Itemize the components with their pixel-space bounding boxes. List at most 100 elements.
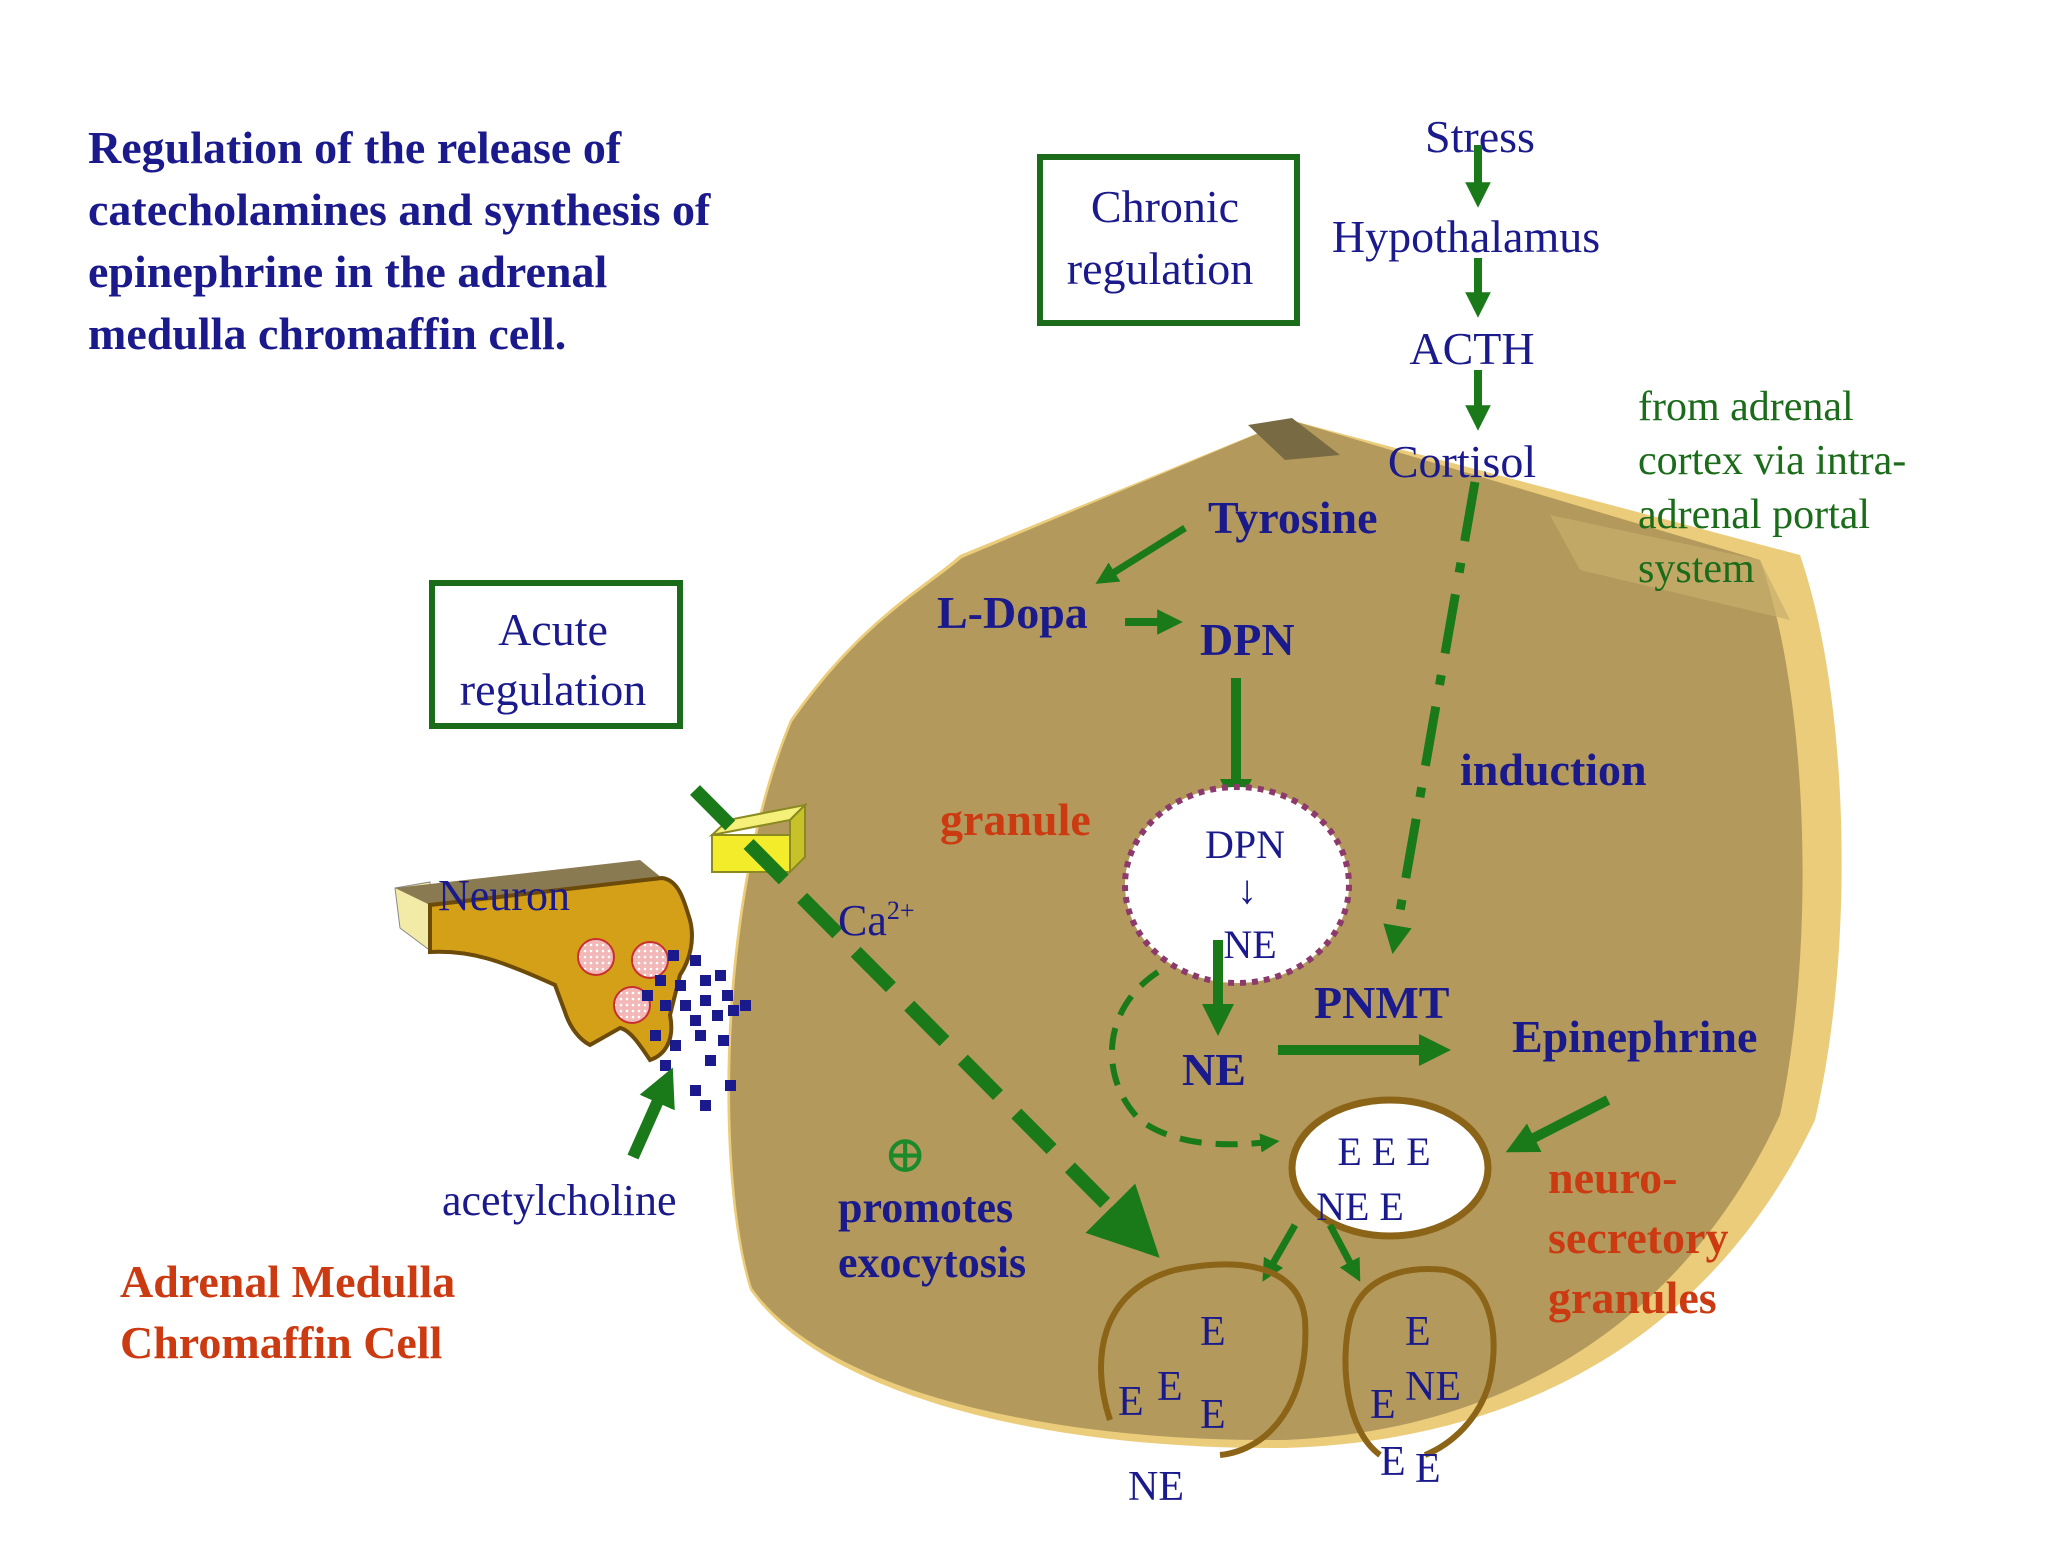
chronic-box-line-1: Chronic [1091, 181, 1239, 232]
acute-box-line-1: Acute [498, 604, 608, 655]
acetylcholine-arrow [627, 1067, 675, 1160]
hpa-axis: Stress Hypothalamus ACTH Cortisol [1332, 111, 1600, 487]
plus-symbol: ⊕ [883, 1127, 927, 1184]
acute-regulation-box: Acute regulation [429, 580, 683, 729]
neurosecretory-line-2: secretory [1548, 1212, 1728, 1263]
biosynthesis-pathway: Tyrosine L-Dopa DPN induction granule DP… [937, 492, 1757, 1095]
released-granule-left-outline [1098, 1261, 1309, 1458]
granule-dpn-label: DPN [1205, 822, 1285, 867]
acetylcholine-molecule [718, 1035, 729, 1046]
chronic-box-frame [1037, 154, 1300, 326]
released-right-ne: NE [1405, 1364, 1461, 1410]
acetylcholine-molecule [660, 1060, 671, 1071]
acetylcholine-molecule [675, 980, 686, 991]
released-left-e3: E [1118, 1379, 1144, 1425]
cortex-note-line-4: system [1638, 546, 1755, 592]
chronic-box-line-2: regulation [1067, 243, 1254, 294]
acetylcholine-molecule [690, 1015, 701, 1026]
ne-transport-dashed-arrow [1109, 969, 1280, 1153]
diagram-title: Regulation of the release of catecholami… [88, 122, 711, 359]
cortex-note-line-1: from adrenal [1638, 384, 1854, 430]
neuron-vesicle-1 [577, 938, 615, 976]
acetylcholine-molecule [642, 990, 653, 1001]
granule-label: granule [940, 794, 1091, 845]
cortex-note: from adrenal cortex via intra- adrenal p… [1638, 384, 1906, 592]
hypothalamus-label: Hypothalamus [1332, 211, 1600, 262]
acetylcholine-molecule [712, 1010, 723, 1021]
acute-box-frame [429, 580, 683, 729]
released-left-ne: NE [1128, 1464, 1184, 1510]
pnmt-label: PNMT [1314, 977, 1449, 1028]
neuron-top-face [395, 860, 662, 905]
acetylcholine-molecule [655, 975, 666, 986]
title-line-3: epinephrine in the adrenal [88, 246, 607, 297]
acetylcholine-molecule [700, 975, 711, 986]
acetylcholine-molecule [670, 1040, 681, 1051]
storage-granule-line-1: E E E [1337, 1129, 1430, 1174]
acetylcholine-molecule [705, 1055, 716, 1066]
neuron-label: Neuron [438, 871, 570, 920]
granule-release-arrow-right [1326, 1223, 1361, 1282]
released-left-e1: E [1200, 1309, 1226, 1355]
cortex-note-line-2: cortex via intra- [1638, 438, 1906, 484]
storage-granule-frame [1288, 1096, 1492, 1240]
acetylcholine-molecule [725, 1080, 736, 1091]
storage-granule: E E E NE E [1288, 1096, 1492, 1240]
acetylcholine-molecule [722, 990, 733, 1001]
neurosecretory-line-3: granules [1548, 1272, 1717, 1323]
tyrosine-label: Tyrosine [1208, 492, 1378, 543]
induction-label: induction [1460, 744, 1647, 795]
epinephrine-label: Epinephrine [1512, 1011, 1757, 1062]
acetylcholine-molecule [700, 995, 711, 1006]
calcium-label: Ca2+ [838, 896, 915, 945]
acetylcholine-molecule [690, 1085, 701, 1096]
acetylcholine-molecule [700, 1100, 711, 1111]
granule-release-arrow-left [1262, 1223, 1299, 1282]
ldopa-label: L-Dopa [937, 587, 1088, 638]
acetylcholine-molecule [660, 1000, 671, 1011]
acetylcholine-label: acetylcholine [442, 1176, 677, 1225]
released-right-e2: E [1370, 1382, 1396, 1428]
title-line-2: catecholamines and synthesis of [88, 184, 711, 235]
ne-label: NE [1182, 1044, 1246, 1095]
acetylcholine-molecule [695, 1030, 706, 1041]
cell-label-line-2: Chromaffin Cell [120, 1317, 442, 1368]
acetylcholine-molecule [650, 1030, 661, 1041]
released-right-e4: E [1415, 1446, 1441, 1492]
chronic-regulation-box: Chronic regulation [1037, 154, 1300, 326]
released-right-e1: E [1405, 1309, 1431, 1355]
released-left-e4: E [1200, 1392, 1226, 1438]
acetylcholine-molecule [690, 955, 701, 966]
neuron-vesicle-3 [613, 986, 651, 1024]
neurosecretory-label: neuro- secretory granules [1548, 1152, 1728, 1323]
epinephrine-to-granule-arrow [1505, 1095, 1611, 1153]
tyrosine-to-ldopa-arrow [1095, 525, 1187, 584]
neuron: Neuron [394, 860, 694, 1063]
acetylcholine-molecules [642, 950, 751, 1111]
storage-granule-line-2: NE E [1316, 1184, 1404, 1229]
cortex-note-line-3: adrenal portal [1638, 492, 1870, 538]
released-granule-right: E NE E E E [1342, 1266, 1497, 1492]
calcium-influx-arrow [690, 785, 1160, 1258]
released-granule-left: E E E E NE [1098, 1261, 1309, 1510]
neurosecretory-line-1: neuro- [1548, 1152, 1678, 1203]
granule-ne-label: NE [1223, 922, 1276, 967]
granule-arrow-glyph: ↓ [1237, 867, 1257, 912]
released-granule-right-outline [1342, 1266, 1497, 1458]
acetylcholine-molecule [668, 950, 679, 961]
neuron-vesicle-2 [631, 941, 669, 979]
title-line-1: Regulation of the release of [88, 122, 622, 173]
exocytosis-line-2: exocytosis [838, 1238, 1026, 1287]
cell-label-line-1: Adrenal Medulla [120, 1256, 455, 1307]
cell-side-facet [1550, 515, 1790, 620]
cortisol-label: Cortisol [1388, 436, 1536, 487]
released-right-e3: E [1380, 1439, 1406, 1485]
cortisol-induction-arrow [1383, 481, 1480, 955]
acetylcholine-molecule [680, 1000, 691, 1011]
synthesis-granule [1122, 784, 1352, 986]
acetylcholine-molecule [715, 970, 726, 981]
acth-label: ACTH [1409, 323, 1534, 374]
dpn-label: DPN [1200, 614, 1295, 665]
released-left-e2: E [1157, 1364, 1183, 1410]
